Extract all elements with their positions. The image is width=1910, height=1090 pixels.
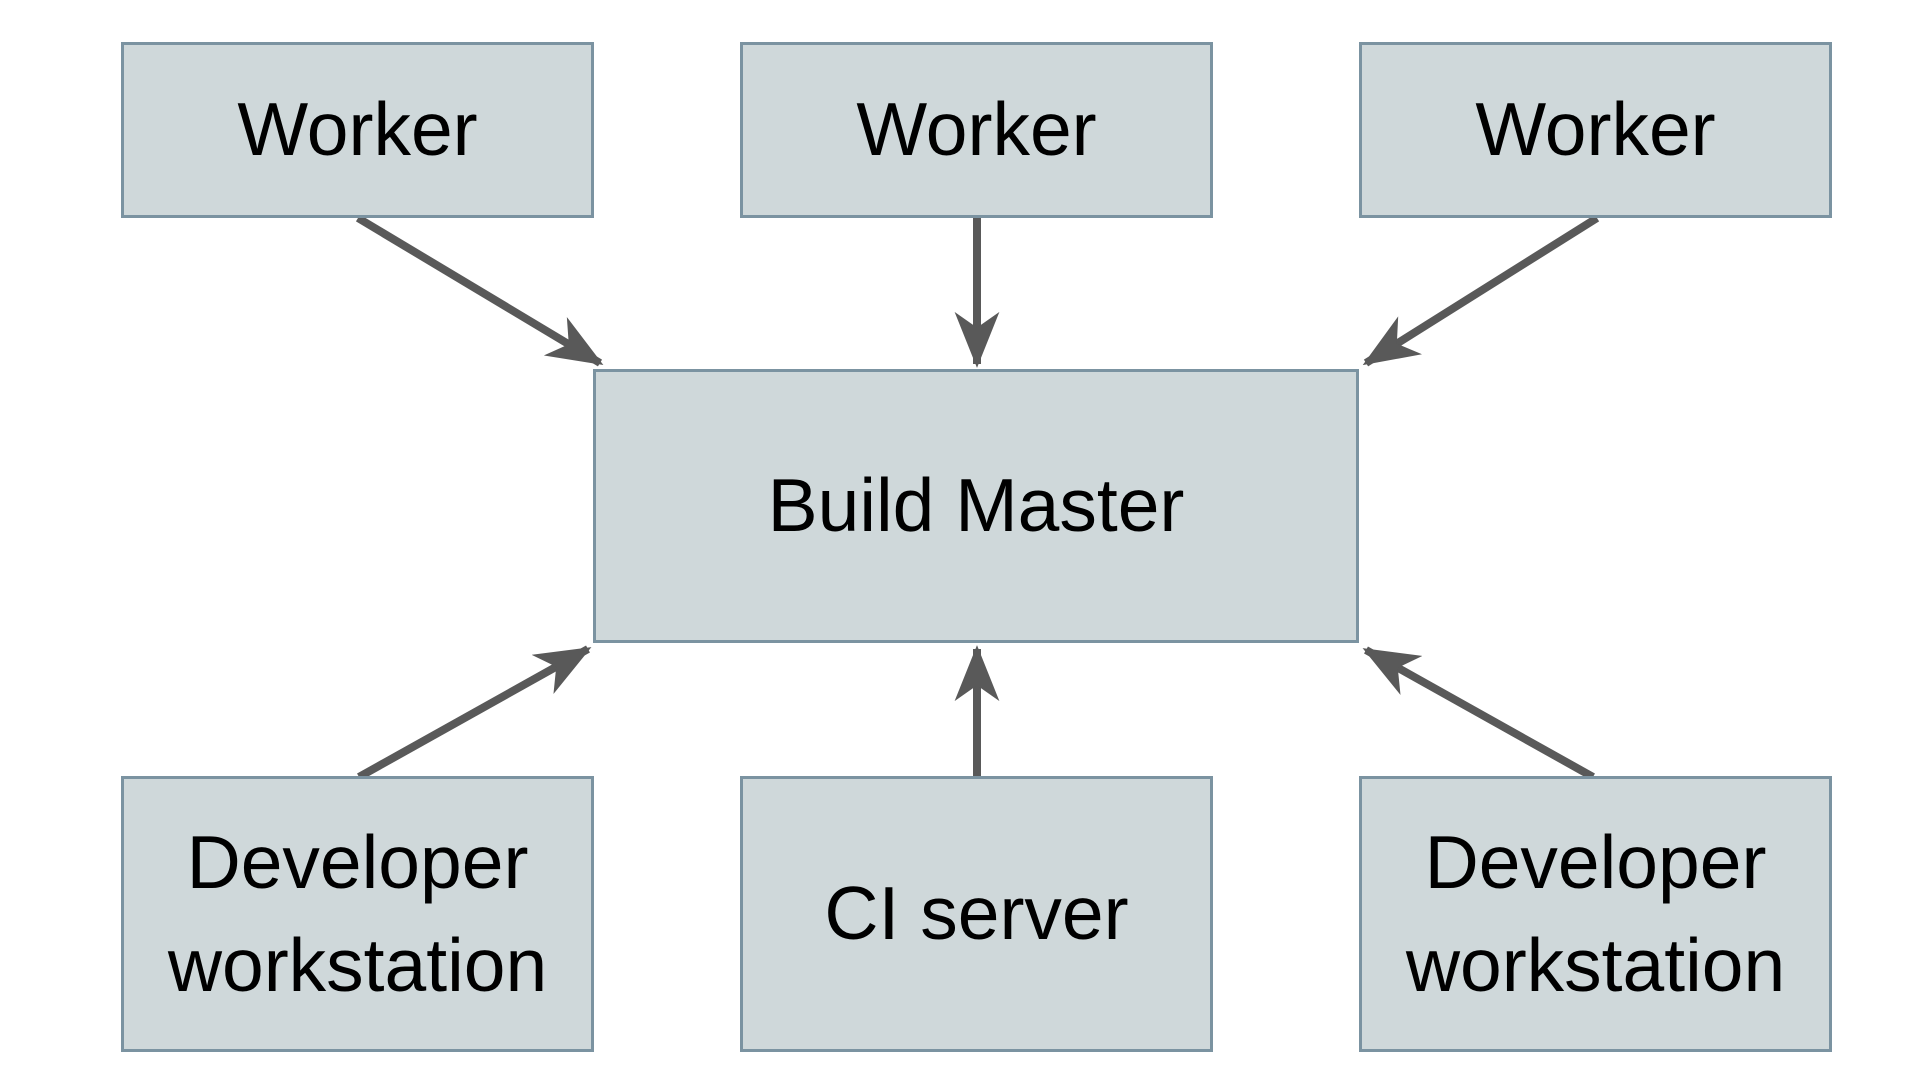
node-build-master-label: Build Master [767,463,1185,548]
arrow-dev-workstation-right-to-build-master [1362,646,1595,781]
node-developer-workstation-left: Developer workstation [121,776,594,1052]
node-worker-right-label: Worker [1475,87,1716,172]
node-build-master: Build Master [593,369,1359,643]
node-developer-workstation-right: Developer workstation [1359,776,1832,1052]
arrow-worker-right-to-build-master [1362,214,1600,367]
arrow-worker-left-to-build-master [355,214,604,367]
node-developer-workstation-left-label: Developer workstation [167,819,548,1008]
node-worker-left-label: Worker [237,87,478,172]
node-developer-workstation-right-label: Developer workstation [1405,819,1786,1008]
node-ci-server: CI server [740,776,1213,1052]
node-worker-right: Worker [1359,42,1832,218]
node-worker-middle: Worker [740,42,1213,218]
node-ci-server-label: CI server [824,871,1129,956]
node-worker-middle-label: Worker [856,87,1097,172]
arrow-dev-workstation-left-to-build-master [357,645,592,781]
node-worker-left: Worker [121,42,594,218]
